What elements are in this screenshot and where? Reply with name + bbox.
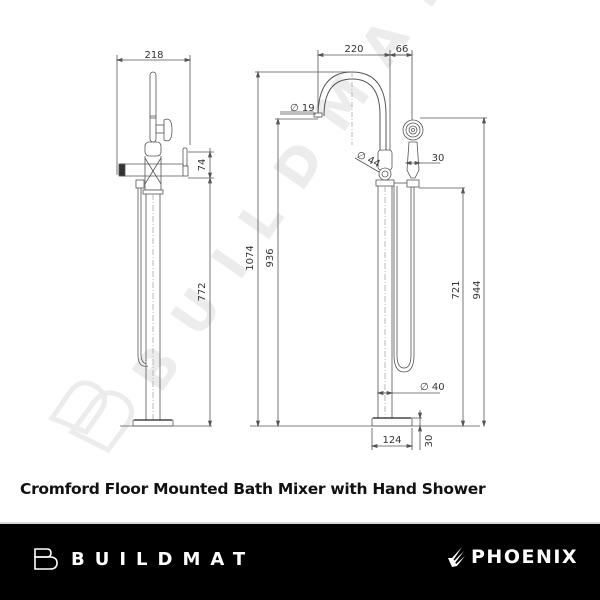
dim-base-height: 30 — [424, 435, 435, 448]
buildmat-b-icon — [34, 548, 58, 570]
dim-overall-height: 1074 — [245, 245, 256, 270]
product-title: Cromford Floor Mounted Bath Mixer with H… — [20, 480, 486, 498]
dim-overall-width: 218 — [144, 50, 163, 61]
dim-spout-reach: 220 — [344, 44, 363, 55]
dim-base-diameter: 124 — [382, 435, 401, 446]
footer-banner: BUILDMAT PHOENIX — [0, 522, 600, 600]
side-view — [115, 55, 214, 428]
dim-handshower-offset: 66 — [396, 44, 409, 55]
dim-handshower-handle-width: 30 — [432, 153, 445, 164]
buildmat-logo: BUILDMAT — [33, 547, 255, 571]
phoenix-logo: PHOENIX — [446, 546, 578, 568]
dim-outlet-height: 936 — [265, 248, 276, 267]
dim-handle-height: 74 — [197, 159, 208, 172]
dim-handshower-cradle-height: 721 — [451, 280, 462, 299]
buildmat-wordmark: BUILDMAT — [71, 548, 256, 570]
dim-spout-body-height: 772 — [197, 282, 208, 301]
phoenix-wordmark: PHOENIX — [471, 546, 579, 568]
technical-drawing: BUILDMAT — [48, 0, 487, 454]
buildmat-watermark — [48, 380, 134, 454]
dim-outlet-diameter: ∅ 19 — [290, 103, 315, 114]
dim-handshower-top-height: 944 — [472, 280, 483, 299]
dim-column-diameter: ∅ 40 — [420, 382, 445, 393]
phoenix-wing-icon — [448, 547, 465, 567]
front-view — [250, 50, 487, 450]
